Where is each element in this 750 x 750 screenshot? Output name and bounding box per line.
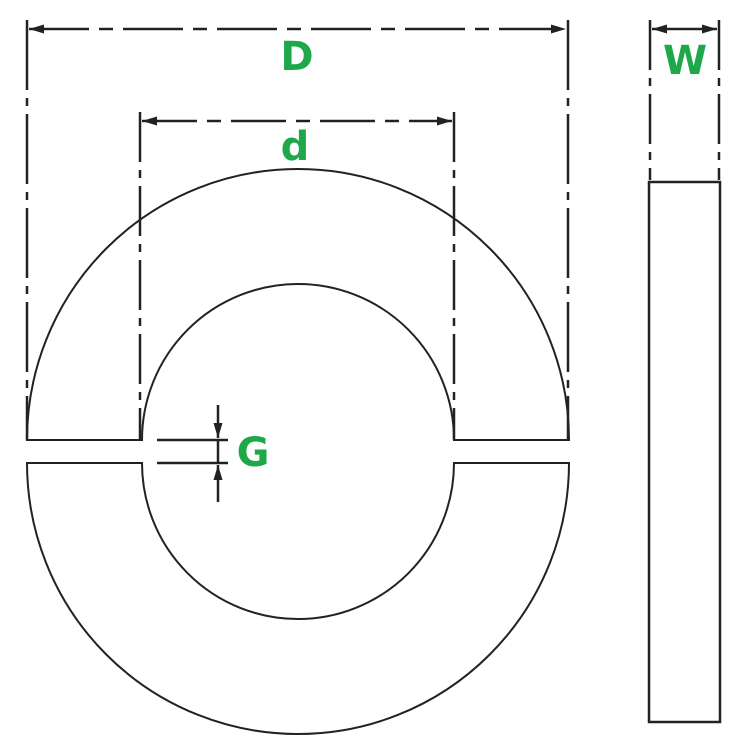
dimension-D <box>25 20 570 440</box>
dimension-G <box>157 405 228 502</box>
label-G: G <box>236 430 270 476</box>
washer-lower-half <box>25 462 571 735</box>
washer-upper-half <box>25 168 571 441</box>
label-W: W <box>662 38 708 84</box>
dimension-d <box>138 112 456 440</box>
washer-side-view <box>647 180 722 724</box>
label-d: d <box>280 124 310 170</box>
label-D: D <box>280 34 314 80</box>
dimension-W <box>648 20 721 180</box>
